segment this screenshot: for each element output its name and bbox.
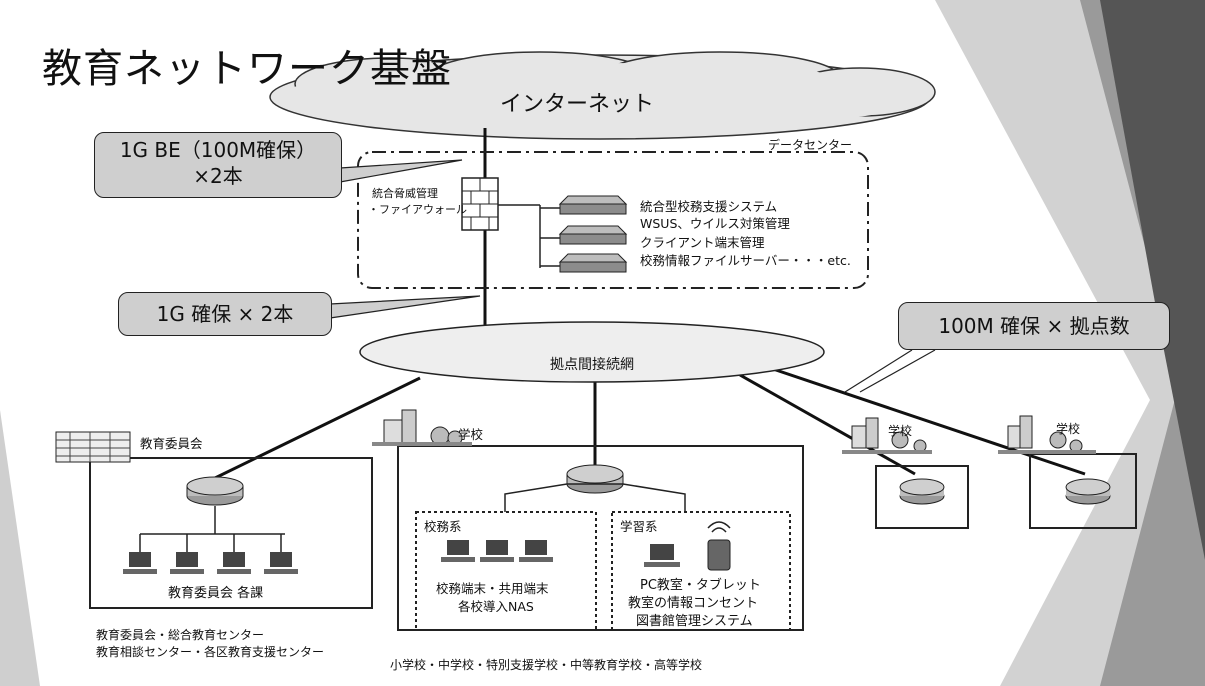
learning-zone: [611, 511, 791, 631]
school-label: 学校: [458, 427, 484, 442]
link-school-3: [769, 366, 1086, 476]
router-icon: [566, 464, 624, 494]
tablet-icon: [707, 521, 731, 571]
admin-pc-icon: [519, 540, 553, 562]
dc-link-callout-line1: 1G BE（100M確保）: [119, 138, 317, 162]
learning-line2: 教室の情報コンセント: [628, 596, 759, 611]
firewall-label-line2: ・ファイアウォール: [368, 203, 467, 216]
school-box-2: [875, 465, 969, 529]
link-school-2: [739, 373, 916, 476]
router-icon: [899, 478, 945, 505]
callout-tail: [329, 295, 481, 319]
firewall-icon: [461, 177, 499, 231]
board-box: [89, 457, 373, 609]
callout-tail: [844, 349, 913, 393]
callout-tail: [859, 349, 936, 393]
admin-pc-icon: [441, 540, 475, 562]
dc-link-callout-line2: ×2本: [193, 164, 243, 188]
background-slab-dark: [1100, 0, 1205, 560]
internet-cloud: [269, 51, 936, 140]
school-building-icon: [998, 415, 1096, 454]
network-label: 拠点間接続網: [550, 357, 634, 373]
board-pc-icon: [123, 552, 157, 574]
school-building-icon: [842, 417, 932, 454]
board-footer-line1: 教育委員会・総合教育センター: [96, 628, 265, 642]
router-icon: [1065, 478, 1111, 505]
datacenter-label: データセンター: [768, 138, 853, 152]
server-icon: [558, 225, 628, 245]
server-icon: [558, 253, 628, 273]
server-icon: [558, 195, 628, 215]
board-pc-icon: [170, 552, 204, 574]
school-building-icon: [372, 409, 472, 446]
background-slab-left: [0, 410, 40, 686]
page-title: 教育ネットワーク基盤: [42, 46, 452, 92]
school-branch-links: [504, 483, 686, 512]
datacenter-system-4: 校務情報ファイルサーバー・・・etc.: [640, 253, 851, 268]
admin-title: 校務系: [424, 519, 462, 534]
school-box: [397, 445, 804, 631]
datacenter-system-1: 統合型校務支援システム: [640, 199, 778, 214]
admin-line1: 校務端末・共用端末: [436, 581, 549, 596]
board-building-icon: [55, 431, 131, 463]
admin-zone: [415, 511, 597, 631]
school-2-label: 学校: [888, 424, 913, 438]
router-icon: [186, 476, 244, 506]
board-footer-line2: 教育相談センター・各区教育支援センター: [96, 645, 325, 659]
school-3-label: 学校: [1056, 422, 1081, 436]
firewall-label-line1: 統合脅威管理: [372, 187, 438, 200]
internet-label: インターネット: [500, 92, 655, 117]
learning-title: 学習系: [620, 519, 658, 534]
admin-line2: 各校導入NAS: [458, 599, 534, 614]
admin-pc-icon: [480, 540, 514, 562]
learning-line1: PC教室・タブレット: [640, 578, 761, 593]
datacenter-system-2: WSUS、ウイルス対策管理: [640, 216, 790, 231]
site-link-callout: 100M 確保 × 拠点数: [898, 302, 1170, 350]
core-link-callout: 1G 確保 × 2本: [118, 292, 332, 336]
link-board: [214, 376, 421, 480]
board-pc-icon: [264, 552, 298, 574]
learning-pc-icon: [644, 544, 680, 567]
network-hub: [359, 321, 825, 383]
datacenter-boundary: [357, 151, 869, 289]
learning-line3: 図書館管理システム: [636, 614, 753, 629]
datacenter-system-3: クライアント端末管理: [640, 235, 765, 250]
board-pc-icon: [217, 552, 251, 574]
board-sub-label: 教育委員会 各課: [168, 586, 264, 601]
school-footer: 小学校・中学校・特別支援学校・中等教育学校・高等学校: [390, 658, 703, 672]
board-label: 教育委員会: [140, 436, 203, 451]
dc-link-callout: 1G BE（100M確保） ×2本: [94, 132, 342, 198]
